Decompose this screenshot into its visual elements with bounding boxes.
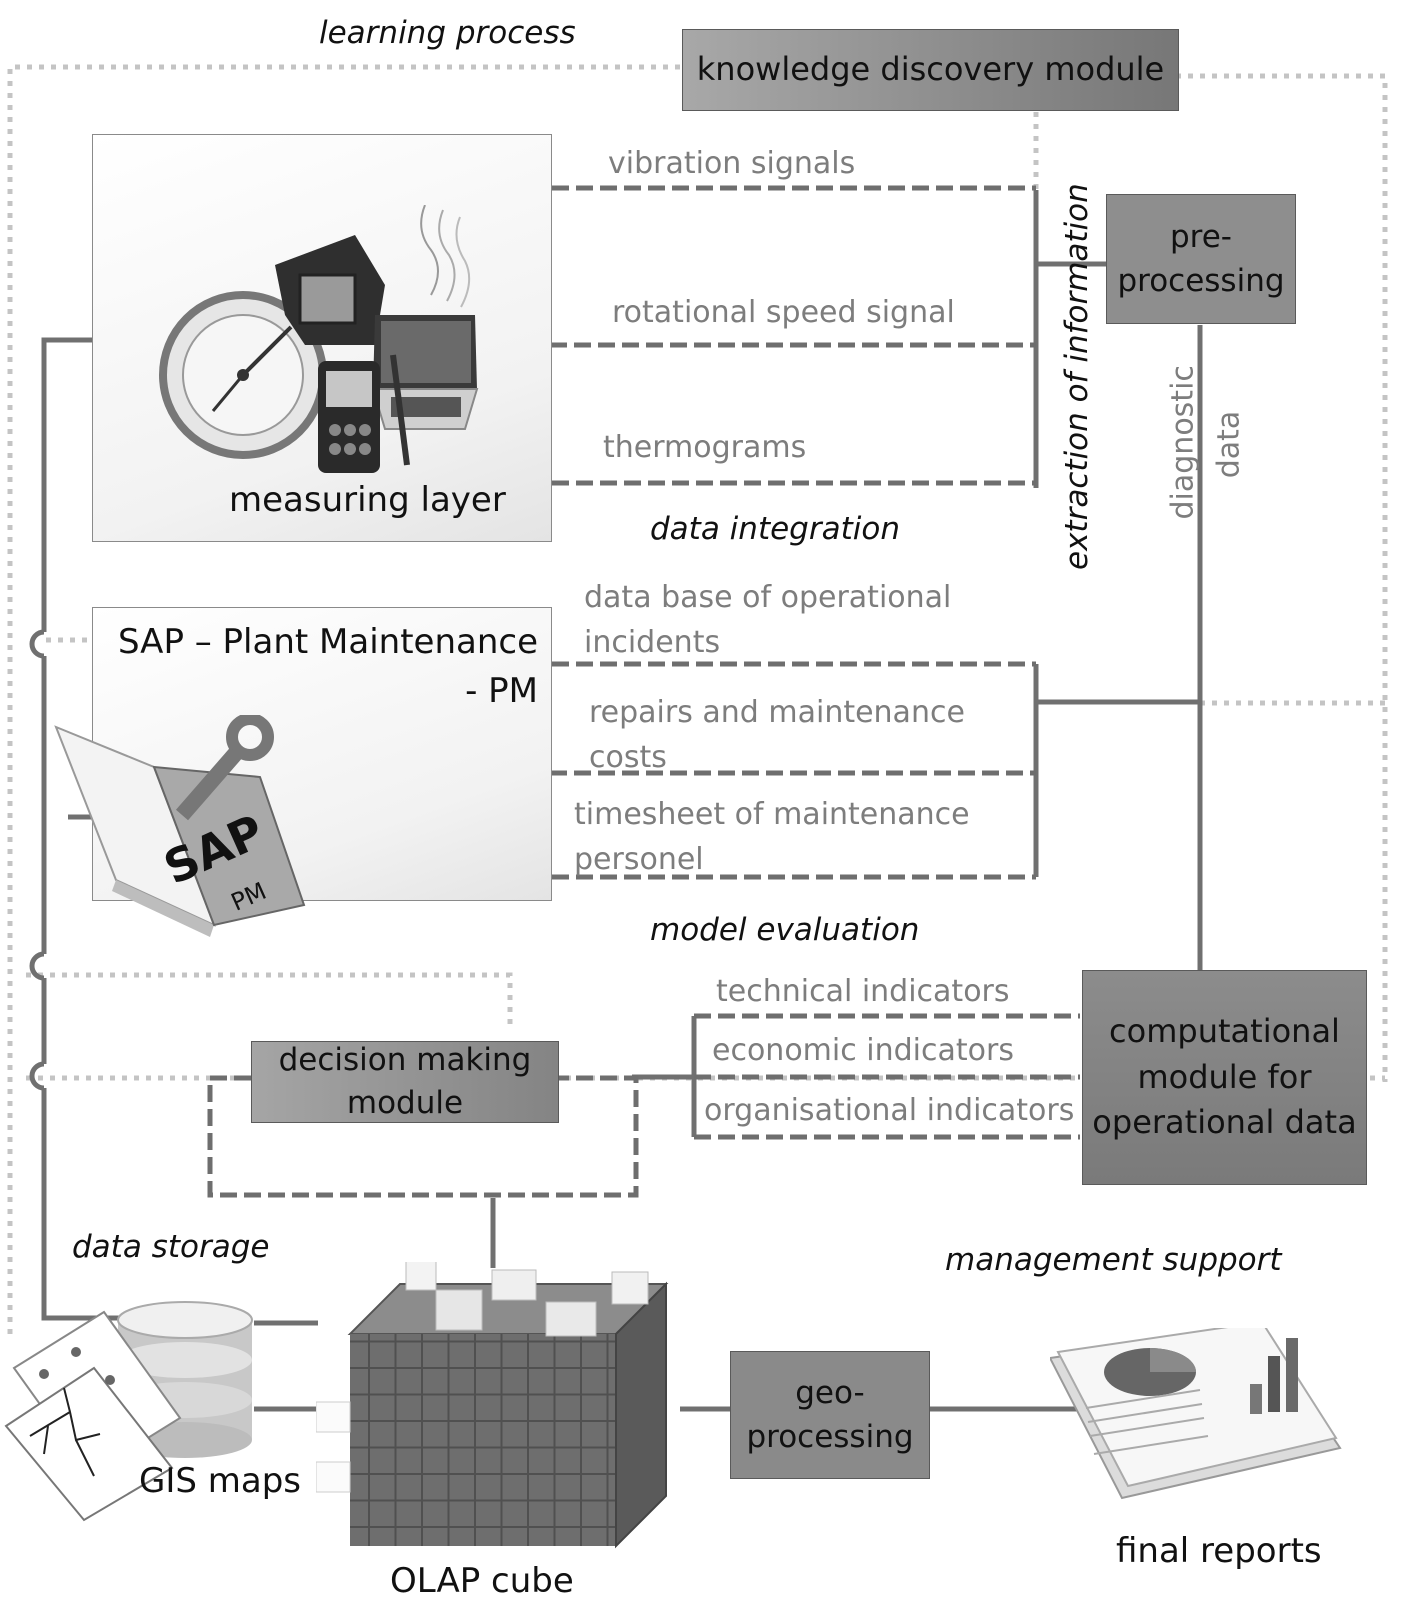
management-support-label: management support: [945, 1242, 1282, 1278]
indicator-label-organisational: organisational indicators: [704, 1093, 1075, 1128]
data-integration-label: data integration: [650, 511, 900, 547]
computational-module: computational module for operational dat…: [1082, 970, 1367, 1185]
olap-cube-icon: [316, 1262, 669, 1549]
sap-pm-title: SAP – Plant Maintenance - PM: [117, 622, 538, 712]
source-label-costs: repairs and maintenance costs: [589, 695, 965, 775]
knowledge-discovery-module: knowledge discovery module: [682, 29, 1179, 111]
final-reports-label: final reports: [1116, 1531, 1322, 1571]
pre-processing-module: pre- processing: [1106, 194, 1296, 324]
source-label-incidents: data base of operational incidents: [584, 580, 952, 660]
dashed-links: [207, 185, 1080, 1198]
extraction-of-information-label: extraction of information: [1059, 183, 1095, 570]
data-label: data: [1211, 410, 1247, 479]
gis-maps-icon: [4, 1310, 182, 1522]
source-label-timesheet: timesheet of maintenance personel: [574, 797, 970, 877]
gis-maps-label: GIS maps: [139, 1461, 302, 1501]
learning-process-label: learning process: [319, 15, 576, 51]
data-storage-label: data storage: [72, 1229, 270, 1265]
signal-label-thermograms: thermograms: [603, 430, 807, 465]
signal-label-vibration: vibration signals: [608, 146, 856, 181]
final-reports-icon: [1050, 1328, 1342, 1500]
indicator-label-technical: technical indicators: [716, 974, 1010, 1009]
olap-cube-label: OLAP cube: [390, 1561, 574, 1601]
diagnostic-label: diagnostic: [1165, 365, 1201, 520]
measuring-layer-title: measuring layer: [229, 480, 506, 520]
measuring-layer-panel: measuring layer: [92, 134, 552, 542]
sap-pm-logo: SAP PM: [54, 715, 306, 937]
decision-making-module: decision making module: [251, 1041, 559, 1123]
measuring-devices-image: [159, 205, 479, 473]
signal-label-rotational-speed: rotational speed signal: [612, 295, 955, 330]
geo-processing-module: geo- processing: [730, 1351, 930, 1479]
model-evaluation-label: model evaluation: [650, 912, 920, 948]
indicator-label-economic: economic indicators: [712, 1033, 1014, 1068]
